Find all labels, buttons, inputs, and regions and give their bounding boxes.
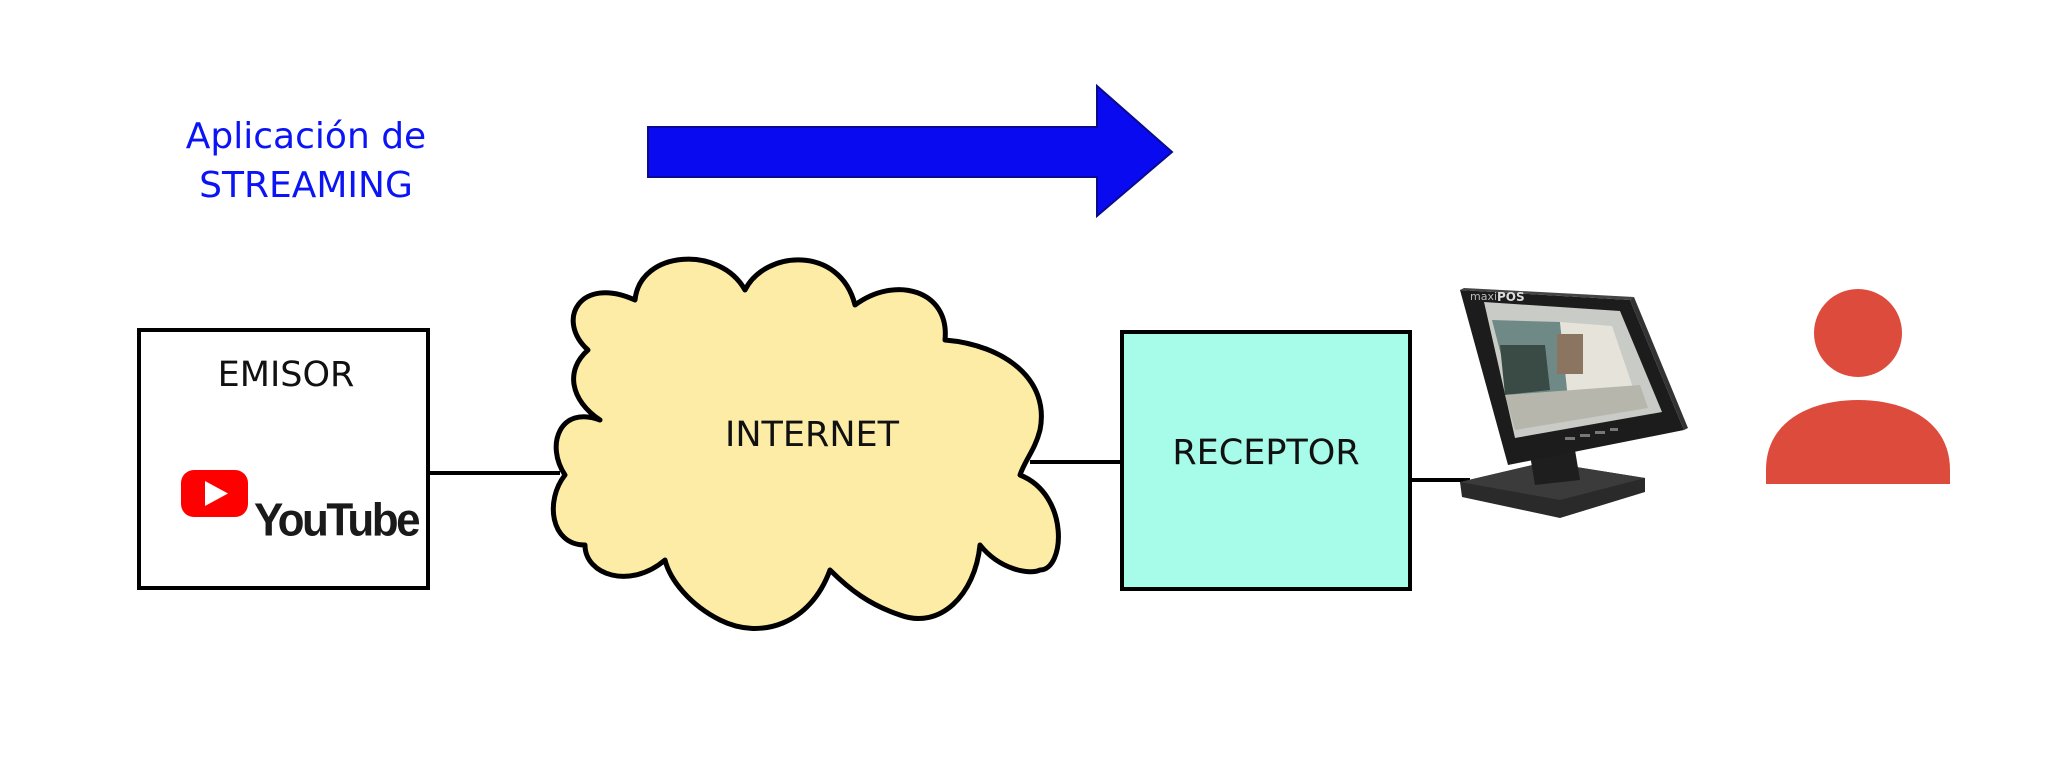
receptor-label: RECEPTOR — [1172, 433, 1359, 473]
svg-text:POS: POS — [1497, 290, 1525, 304]
youtube-logo: YouTube — [181, 470, 422, 546]
monitor-icon: maxi POS — [1460, 288, 1688, 518]
youtube-play-triangle — [205, 481, 228, 506]
diagram-title-line2: STREAMING — [199, 165, 413, 206]
internet-cloud — [550, 256, 1061, 631]
diagram-title-line1: Aplicación de — [186, 116, 426, 157]
internet-label: INTERNET — [725, 415, 900, 455]
receptor-box — [1120, 330, 1412, 591]
emisor-box — [137, 328, 430, 590]
svg-text:maxi: maxi — [1470, 290, 1497, 303]
user-icon — [1766, 289, 1950, 484]
youtube-wordmark: YouTube — [254, 494, 420, 546]
emisor-label: EMISOR — [218, 355, 355, 395]
flow-arrow — [647, 83, 1174, 219]
